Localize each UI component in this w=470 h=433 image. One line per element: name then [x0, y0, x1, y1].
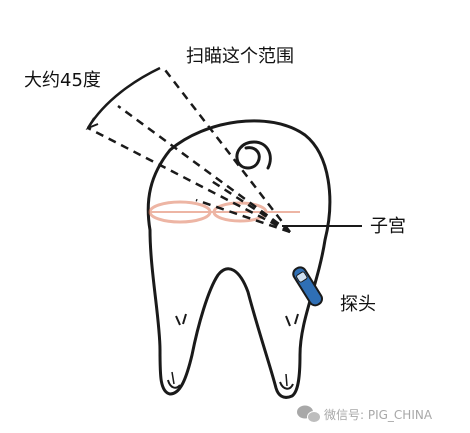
right-hoof: [279, 381, 294, 390]
left-leg-mark-1: [175, 315, 181, 326]
left-leg-mark-2: [182, 313, 187, 325]
right-hoof-split: [285, 373, 288, 387]
watermark-text: 微信号: PIG_CHINA: [324, 408, 433, 422]
scan-range-label: 扫瞄这个范围: [186, 46, 294, 67]
scan-beam-upper: [161, 65, 291, 233]
uterus-label: 子宫: [370, 216, 406, 237]
right-leg-mark-2: [294, 313, 299, 325]
right-leg-mark-1: [285, 315, 291, 327]
spiral-tail-icon: [235, 140, 272, 170]
scan-beam-inner-2: [195, 198, 291, 234]
pig-body-outline: [146, 119, 332, 399]
scan-beams: [87, 65, 291, 234]
scan-beam-lower: [87, 126, 291, 234]
watermark: 微信号: PIG_CHINA: [297, 405, 433, 423]
probe-tip: [296, 271, 308, 283]
left-hoof: [167, 379, 181, 389]
uterus-highlight: [148, 200, 300, 224]
probe-label: 探头: [340, 294, 376, 315]
angle-arc-arrow: [85, 117, 99, 131]
probe-icon: [292, 266, 324, 307]
wechat-icon: [297, 405, 321, 423]
left-hoof-split: [171, 371, 175, 385]
scan-beam-inner-1: [209, 178, 291, 234]
angle-label: 大约45度: [24, 70, 101, 91]
scan-beam-middle: [117, 104, 291, 234]
